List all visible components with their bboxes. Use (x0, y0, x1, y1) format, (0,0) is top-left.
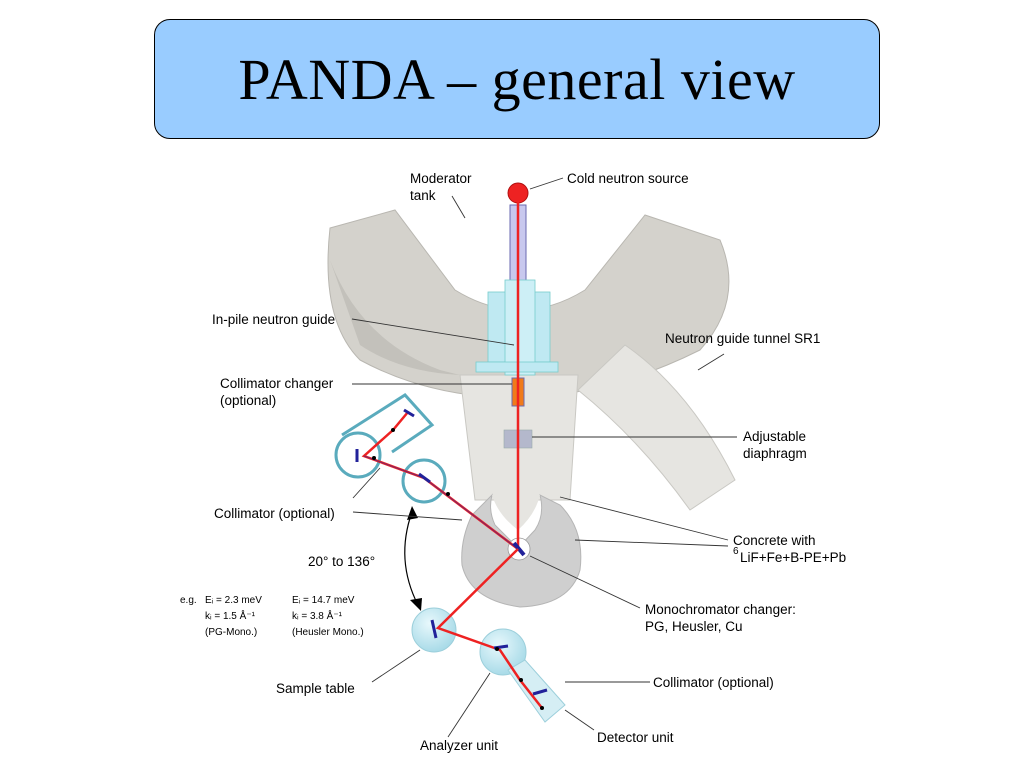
example-pg-name: (PG-Mono.) (205, 627, 257, 638)
slide-title: PANDA – general view (238, 46, 796, 112)
moderator-shadow (330, 260, 460, 375)
example-heusler-ki: kᵢ = 3.8 Å⁻¹ (292, 609, 343, 622)
label-moderator-1: Moderator (410, 171, 472, 186)
label-concrete-2: LiF+Fe+B-PE+Pb (740, 550, 846, 565)
label-collimator-right: Collimator (optional) (653, 675, 774, 690)
main-spectrometer (411, 548, 566, 723)
detector-collimator (507, 659, 566, 723)
label-collimator-changer-2: (optional) (220, 393, 276, 408)
label-mono-changer-2: PG, Heusler, Cu (645, 619, 743, 634)
label-angle-range: 20° to 136° (308, 554, 375, 569)
example-heusler-name: (Heusler Mono.) (292, 627, 364, 638)
guide-block-center (504, 279, 536, 376)
angle-arc (404, 511, 419, 606)
detector-element (532, 688, 548, 696)
angle-arrow-bottom (410, 598, 422, 611)
angle-arrow-top (407, 506, 418, 520)
concrete-drum-top (492, 492, 540, 530)
example-pg-ei: Eᵢ = 2.3 meV (205, 595, 262, 606)
label-diaphragm-1: Adjustable (743, 429, 806, 444)
label-diaphragm-2: diaphragm (743, 446, 807, 461)
alt-spectrometer (334, 393, 519, 550)
sample-crystal (430, 619, 438, 639)
monochromator-crystal (512, 541, 526, 557)
label-mono-changer-1: Monochromator changer: (645, 602, 796, 617)
label-detector-unit: Detector unit (597, 730, 674, 745)
label-analyzer-unit: Analyzer unit (420, 738, 498, 753)
label-cold-source: Cold neutron source (567, 171, 689, 186)
label-concrete-sup: 6 (733, 546, 739, 557)
guide-tunnel-shape (577, 344, 736, 511)
label-collimator-changer-1: Collimator changer (220, 376, 334, 391)
leader-lines (351, 177, 737, 738)
label-in-pile-guide: In-pile neutron guide (212, 312, 335, 327)
label-guide-tunnel: Neutron guide tunnel SR1 (665, 331, 820, 346)
label-moderator-2: tank (410, 188, 436, 203)
example-heusler-ei: Eᵢ = 14.7 meV (292, 595, 355, 606)
title-box: PANDA – general view (154, 19, 880, 139)
label-sample-table: Sample table (276, 681, 355, 696)
scattered-beam (435, 548, 543, 709)
label-collimator-left: Collimator (optional) (214, 506, 335, 521)
analyzer-unit (479, 628, 527, 676)
example-eg: e.g. (180, 595, 197, 606)
label-concrete-1: Concrete with (733, 533, 816, 548)
example-pg-ki: kᵢ = 1.5 Å⁻¹ (205, 609, 256, 622)
